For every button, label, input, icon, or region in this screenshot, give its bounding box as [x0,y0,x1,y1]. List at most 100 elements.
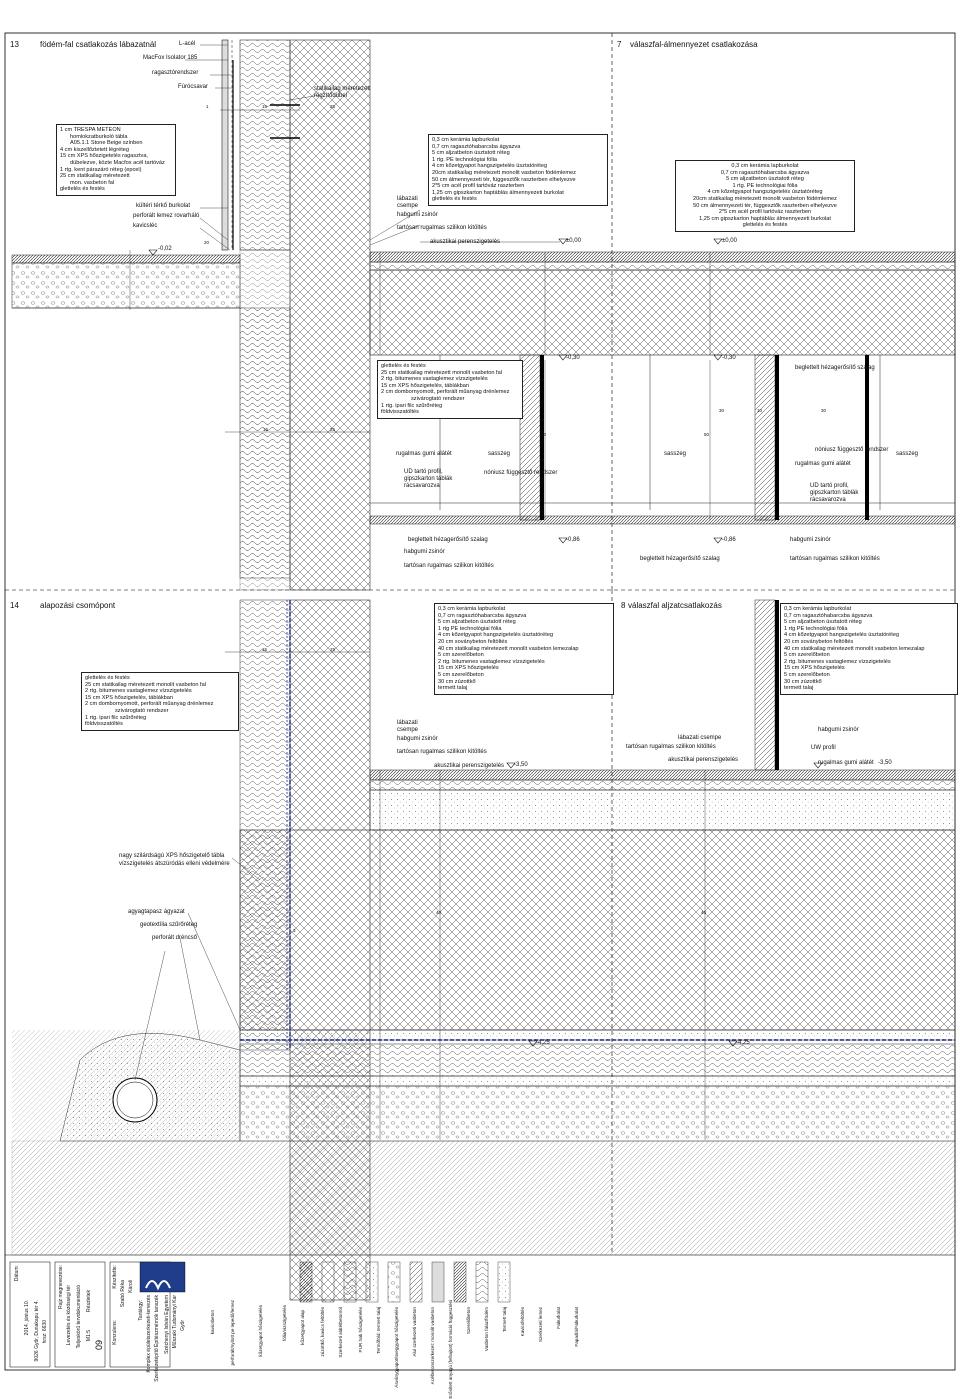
tb-hrsz: hrsz: 6630 [42,1320,48,1344]
tb-department: Szerkezetépítő Építészmérnök tanszék [154,1295,160,1382]
label-tartosan: tartósan rugalmas szilikon kitöltés [397,225,487,231]
dim-15-c: 15 [262,647,268,652]
legend-item: Acélbetonszerkezet: monolit vasbeton [430,1307,435,1385]
legend-item: Ásványgyapot/üveggyapot hőszigetelés [394,1307,399,1388]
legend-item: Termett talaj [502,1307,507,1333]
legend-item: Szerkezeti lemez [538,1307,543,1342]
label-labazati-8: lábazati csempe [678,735,722,741]
legend-item: Alul szerkezeti vasbeton [412,1307,417,1357]
legend-item: Fapadló/Faburkolat [574,1307,579,1347]
dim-3: 3 [293,928,296,933]
level-425-b: -4,25 [736,1040,750,1046]
detail-7-number: 7 [617,40,622,49]
label-kavicsle: kavicsléc [133,223,158,229]
label-tartosan-3: tartósan rugalmas szilikon kitöltés [790,556,880,562]
legend-swatches [299,1261,511,1303]
detail-13-title: födém-fal csatlakozás lábazatnál [40,40,157,49]
level-086-a: -0,86 [566,537,580,543]
label-csempe-14: csempe [397,727,419,733]
legend-item: Szerelőbeton [466,1307,471,1335]
label-sasszeg-2: sasszeg [664,451,687,457]
legend-item: Kavicsfeltöltés [520,1307,525,1337]
level-000-b: ±0,00 [722,238,737,244]
tb-course: Komplex épületszerkezeti-tervezés [146,1295,152,1373]
label-labazati: lábazati [397,196,418,202]
tb-university-2: Műszaki Tudományi Kar [172,1295,178,1349]
level-030-a: -0,30 [566,355,580,361]
tb-author-label: Készítette: [112,1265,118,1289]
label-tartosan-8: tartósan rugalmas szilikon kitöltés [626,744,716,750]
label-rugalmas-8: rugalmas gumi alátét [818,760,874,766]
level-350-b: -3,50 [878,760,892,766]
legend-item: Erősített anyagú (felhajtott) formáció f… [448,1300,453,1399]
label-noniusz: nóniusz függesztő rendszer [484,470,558,476]
tb-university-3: Győr [180,1320,186,1331]
detail-14-title: alapozási csomópont [40,601,116,610]
detail-8-title: válaszfal aljzatcsatlakozás [628,601,722,610]
dim-20: 20 [204,240,210,245]
label-habgumi: habgumi zsinór [397,212,438,218]
tb-drawing-label: Rajz megnevezése: [58,1265,64,1309]
legend-item: PUR hab hőszigetelés [358,1307,363,1353]
dim-1: 1 [206,104,209,109]
label-labazati-14: lábazati [397,720,418,726]
level-030-b: -0,30 [722,355,736,361]
label-xps-2: vízszigetelés átszúródás elleni védelmér… [119,861,230,867]
legend-item: Faburkolat [556,1307,561,1329]
level-425-a: -4,25 [536,1040,550,1046]
tb-date-label: Dátum: [14,1265,20,1282]
level-350-a: -3,50 [514,762,528,768]
level-086-b: -0,86 [722,537,736,543]
label-csempe: csempe [397,203,419,209]
dim-25-b: 25 [330,427,336,432]
tb-university-1: Széchenyi István Egyetem [164,1295,170,1354]
legend-item: zúzottkő, kavics feltöltés [320,1307,325,1357]
dim-10-a: 10 [757,408,763,413]
label-lacel: L-acél [179,41,196,47]
tb-drawing-2: Teljeskörű tervdokumentáció [76,1285,82,1349]
tb-sheet-label: Részletek [86,1290,92,1312]
label-beglettelt-2: beglettelt hézagerősítő szalag [408,537,488,543]
detail-13-number: 13 [10,40,19,49]
dim-40-b: 40 [701,910,707,915]
detail-14-number: 14 [10,601,19,610]
label-habgumi-3: habgumi zsinór [790,537,831,543]
dim-25: 25 [330,104,336,109]
legend-item: fólia/vízszigetelés [282,1305,287,1342]
label-akusztikai-14: akusztikai perenszigetelés [434,763,505,769]
level-002: -0,02 [158,246,172,252]
legend-item: kőzetgyapot hőszigetelés [258,1305,263,1357]
label-terko: kültéri térkő burkolat [136,203,191,209]
dim-30-a: 30 [719,408,725,413]
dim-50-a: 50 [541,432,547,437]
label-sasszeg: sasszeg [488,451,511,457]
tb-author-2: Károli [128,1280,134,1293]
label-akusztikai-8: akusztikai perenszigetelés [668,757,739,763]
label-agyagtapasz: agyagtapasz ágyazat [128,909,185,915]
dim-40-a: 40 [436,910,442,915]
tb-scale: M1:5 [86,1330,92,1342]
label-drencso: perforált dréncső [152,935,198,941]
label-akusztikai: akusztikai perenszigetelés [430,239,501,245]
label-xps-1: nagy szilárdságú XPS hőszigetelő tábla [119,853,225,859]
label-furocsavar: Fúrócsavar [178,84,209,90]
label-uw-profil: UW profil [811,745,836,751]
dim-50-b: 50 [704,432,710,437]
level-000-a: ±0,00 [566,238,581,244]
label-dubel-2: rögzítődübel [314,93,348,99]
dim-15: 15 [262,104,268,109]
dim-30-b: 30 [821,408,827,413]
label-ragaszto: ragasztórendszer [152,70,199,76]
tb-consultant-label: Konzulens: [112,1320,118,1345]
detail-8-number: 8 [621,601,626,610]
dim-25-c: 25 [330,647,336,652]
label-habgumi-8: habgumi zsinór [818,727,859,733]
label-beglettelt: beglettelt hézagerősítő szalag [795,365,875,371]
